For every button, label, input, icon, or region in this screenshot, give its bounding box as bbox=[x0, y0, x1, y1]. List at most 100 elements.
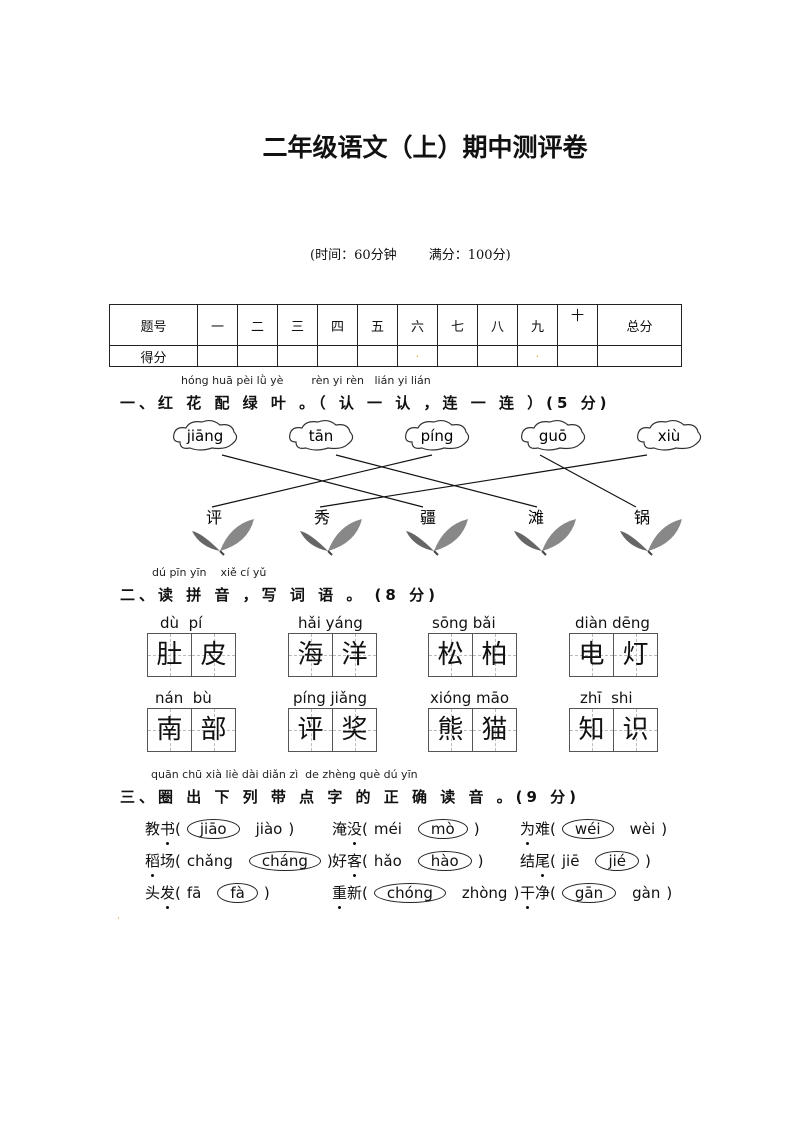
grid-cell: 奖 bbox=[332, 709, 376, 751]
paren: ) bbox=[263, 884, 270, 902]
time-limit: (时间：60分钟 bbox=[310, 248, 397, 263]
header-cell: 二 bbox=[237, 304, 278, 346]
option-b[interactable]: jié bbox=[595, 851, 640, 871]
leaf-xiu: 秀 bbox=[300, 508, 362, 556]
cloud-guo: guō bbox=[521, 419, 586, 451]
option-b[interactable]: jiào bbox=[255, 820, 283, 838]
score-cell[interactable] bbox=[437, 345, 478, 367]
paren: ) bbox=[513, 884, 520, 902]
cloud-xiu: xiù bbox=[637, 419, 702, 451]
grid-cell: 电 bbox=[570, 634, 613, 676]
option-b[interactable]: mò bbox=[417, 819, 468, 839]
section3-pinyin: quān chū xià liè dài diǎn zì de zhèng qu… bbox=[151, 768, 418, 781]
option-a[interactable]: chóng bbox=[373, 883, 446, 903]
grid-cell: 洋 bbox=[332, 634, 376, 676]
word-pinyin: xióng māo bbox=[430, 689, 509, 707]
word-char: 淹 bbox=[332, 820, 348, 838]
word-char: 教 bbox=[145, 820, 161, 838]
exam-meta: (时间：60分钟 满分：100分) bbox=[310, 244, 539, 263]
word-char: 结 bbox=[520, 852, 536, 870]
score-cell[interactable] bbox=[317, 345, 358, 367]
option-a[interactable]: méi bbox=[373, 820, 402, 838]
paren: ( bbox=[362, 820, 368, 838]
leaf-jiang: 疆 bbox=[406, 508, 468, 556]
dotted-char: 为 bbox=[520, 820, 536, 838]
header-cell: 五 bbox=[357, 304, 398, 346]
word-grid: 肚 皮 bbox=[147, 633, 236, 677]
header-cell: 三 bbox=[277, 304, 318, 346]
header-cell: 总分 bbox=[597, 304, 682, 346]
cloud-text: guō bbox=[539, 427, 567, 445]
score-table: 题号 一 二 三 四 五 六 七 八 九 十 总分 得分 · · bbox=[109, 304, 682, 367]
option-b[interactable]: hào bbox=[417, 851, 472, 871]
section3-heading: 三、圈 出 下 列 带 点 字 的 正 确 读 音 。(9 分) bbox=[120, 788, 581, 806]
paren: ( bbox=[550, 884, 556, 902]
option-b[interactable]: fà bbox=[217, 883, 258, 903]
score-cell[interactable] bbox=[277, 345, 318, 367]
word-grid: 海 洋 bbox=[288, 633, 377, 677]
paren: ) bbox=[666, 884, 673, 902]
score-cell[interactable] bbox=[197, 345, 238, 367]
grid-cell: 识 bbox=[613, 709, 657, 751]
score-cell[interactable] bbox=[557, 345, 598, 367]
grid-cell: 肚 bbox=[148, 634, 191, 676]
paren: ( bbox=[175, 884, 181, 902]
option-a[interactable]: fā bbox=[186, 884, 202, 902]
header-cell: 一 bbox=[197, 304, 238, 346]
leaf-char: 疆 bbox=[420, 508, 436, 527]
word-grid: 南 部 bbox=[147, 708, 236, 752]
option-a[interactable]: jiē bbox=[561, 852, 580, 870]
paren: ) bbox=[326, 852, 333, 870]
word-grid: 评 奖 bbox=[288, 708, 377, 752]
option-a[interactable]: jiāo bbox=[186, 819, 240, 839]
option-b[interactable]: zhòng bbox=[461, 884, 508, 902]
paren: ) bbox=[477, 852, 484, 870]
grid-cell: 柏 bbox=[472, 634, 516, 676]
dotted-char: 发 bbox=[160, 884, 176, 902]
option-a[interactable]: wéi bbox=[561, 819, 614, 839]
header-cell: 九 bbox=[517, 304, 558, 346]
grid-cell: 知 bbox=[570, 709, 613, 751]
word-char: 新 bbox=[347, 884, 363, 902]
leaf-ping: 评 bbox=[192, 508, 254, 556]
section2-heading: 二、读 拼 音 ，写 词 语 。 (8 分) bbox=[120, 586, 439, 604]
cloud-text: tān bbox=[309, 427, 334, 445]
option-a[interactable]: gān bbox=[561, 883, 617, 903]
score-cell[interactable]: · bbox=[397, 345, 438, 367]
score-cell[interactable] bbox=[357, 345, 398, 367]
dotted-char: 尾 bbox=[535, 852, 551, 870]
word-pinyin: dù pí bbox=[160, 614, 203, 632]
option-a[interactable]: hǎo bbox=[373, 852, 402, 870]
score-cell[interactable] bbox=[477, 345, 518, 367]
grid-cell: 猫 bbox=[472, 709, 516, 751]
score-table-header: 题号 一 二 三 四 五 六 七 八 九 十 总分 bbox=[109, 304, 682, 346]
option-a[interactable]: chǎng bbox=[186, 852, 233, 870]
dotted-char: 客 bbox=[347, 852, 363, 870]
leaf-char: 锅 bbox=[634, 508, 650, 527]
word-char: 好 bbox=[332, 852, 348, 870]
option-b[interactable]: gàn bbox=[632, 884, 661, 902]
grid-cell: 松 bbox=[429, 634, 472, 676]
word-char: 头 bbox=[145, 884, 161, 902]
header-cell: 六 bbox=[397, 304, 438, 346]
leaf-char: 滩 bbox=[528, 508, 544, 527]
score-cell[interactable] bbox=[237, 345, 278, 367]
score-cell[interactable] bbox=[597, 345, 682, 367]
full-score: 满分：100分) bbox=[428, 248, 511, 263]
option-b[interactable]: wèi bbox=[629, 820, 656, 838]
paren: ( bbox=[362, 852, 368, 870]
paren: ( bbox=[175, 852, 181, 870]
score-cell[interactable]: · bbox=[517, 345, 558, 367]
matching-area: jiāng tān píng guō xiù 评 秀 疆 滩 bbox=[173, 419, 702, 556]
grid-cell: 熊 bbox=[429, 709, 472, 751]
connecting-lines bbox=[211, 454, 648, 508]
paren: ) bbox=[288, 820, 295, 838]
leaf-guo: 锅 bbox=[620, 508, 682, 556]
option-b[interactable]: cháng bbox=[248, 851, 321, 871]
word-pinyin: sōng bǎi bbox=[432, 614, 496, 632]
header-cell: 十 bbox=[557, 304, 598, 346]
paren: ( bbox=[550, 852, 556, 870]
cloud-ping: píng bbox=[405, 419, 470, 451]
